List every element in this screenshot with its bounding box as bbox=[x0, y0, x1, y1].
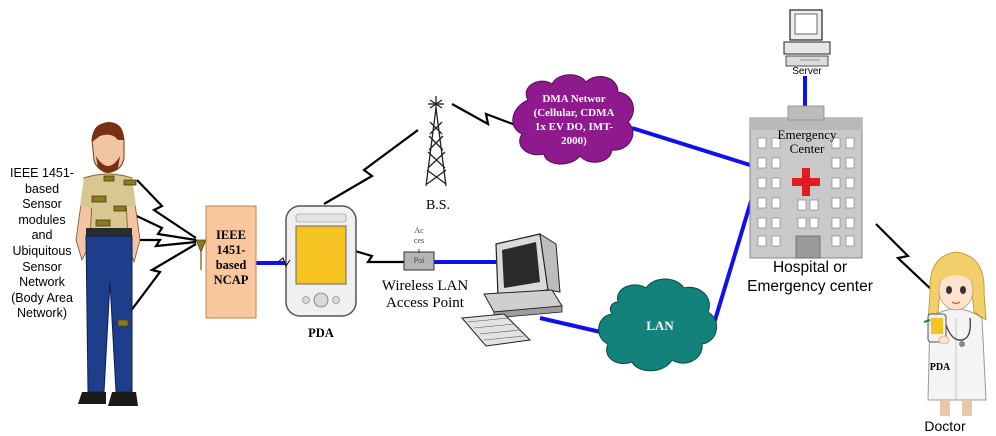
lan-cloud bbox=[598, 278, 717, 372]
sensor-hub-antenna bbox=[195, 239, 207, 270]
link-cdma-hospital bbox=[631, 126, 751, 167]
cdma-network-cloud bbox=[512, 74, 634, 165]
ncap-label-line: based bbox=[215, 258, 247, 272]
ncap-label: IEEE 1451- based NCAP bbox=[206, 228, 256, 288]
red-cross-icon bbox=[792, 168, 820, 196]
ncap-label-line: IEEE bbox=[216, 228, 246, 242]
sensor-label-line: IEEE 1451- bbox=[10, 166, 74, 180]
emergency-center-label: Emergency Center bbox=[764, 128, 850, 156]
server-computer bbox=[783, 9, 831, 67]
cdma-label-line: 1x EV DO, IMT- bbox=[534, 121, 614, 133]
doctor-figure bbox=[923, 251, 987, 416]
ap-small-line: ces bbox=[413, 236, 425, 245]
server-label: Server bbox=[792, 66, 822, 77]
ncap-box bbox=[205, 205, 257, 319]
sensor-label-line: based bbox=[24, 181, 60, 196]
wireless-sensor-1 bbox=[136, 179, 197, 239]
ap-small-line: Poi bbox=[413, 256, 425, 265]
sensor-label-line: Sensor bbox=[22, 259, 62, 274]
lan-label: LAN bbox=[646, 318, 674, 333]
patient-figure bbox=[75, 122, 141, 406]
cdma-label-line: DMA Networ bbox=[542, 93, 606, 105]
wireless-bs-cdma bbox=[451, 103, 519, 128]
access-point-small-text: Ac ces s Poi bbox=[408, 226, 430, 266]
pda-device bbox=[277, 205, 357, 317]
sensor-label-line: (Body Area bbox=[11, 290, 73, 305]
cdma-label-line: (Cellular, CDMA bbox=[533, 107, 615, 119]
wireless-hospital-doctor bbox=[875, 223, 935, 293]
sensor-label-line: Ubiquitous bbox=[12, 243, 72, 258]
base-station-tower bbox=[425, 96, 447, 187]
ap-small-line: s bbox=[417, 246, 421, 255]
access-point-device bbox=[403, 251, 435, 271]
ap-small-line: Ac bbox=[414, 226, 424, 235]
doctor-label: Doctor bbox=[924, 418, 966, 434]
sensor-network-label: IEEE 1451- based Sensor modules and Ubiq… bbox=[3, 166, 81, 322]
sensor-label-line: and bbox=[31, 228, 53, 243]
hospital-label-line: Hospital or bbox=[772, 259, 848, 276]
sensor-label-line: Network bbox=[19, 275, 65, 290]
wired-links bbox=[256, 76, 807, 335]
ncap-label-line: 1451- bbox=[216, 243, 246, 257]
access-point-label: Wireless LAN Access Point bbox=[372, 278, 478, 312]
body-sensor-modules bbox=[91, 175, 137, 327]
wireless-pda-bs bbox=[323, 129, 419, 205]
desktop-computer bbox=[460, 233, 563, 347]
hospital-label-line: Emergency center bbox=[747, 278, 873, 295]
base-station-label: B.S. bbox=[425, 198, 451, 213]
wireless-links bbox=[120, 103, 935, 313]
link-lan-hospital bbox=[710, 197, 754, 331]
wireless-sensor-4 bbox=[129, 243, 197, 313]
sensor-label-line: modules bbox=[18, 212, 66, 227]
wireless-sensor-2 bbox=[123, 209, 197, 242]
cdma-network-label: DMA Networ (Cellular, CDMA 1x EV DO, IMT… bbox=[516, 92, 632, 148]
hospital-label: Hospital or Emergency center bbox=[740, 258, 880, 296]
link-pc-lan bbox=[539, 316, 606, 335]
hospital-building bbox=[749, 105, 863, 259]
ap-label-line: Wireless LAN bbox=[381, 278, 469, 294]
ap-label-line: Access Point bbox=[386, 295, 464, 311]
sensor-label-line: Network) bbox=[16, 306, 67, 321]
ncap-label-line: NCAP bbox=[213, 273, 249, 287]
doctor-pda-label: PDA bbox=[929, 362, 951, 373]
building-windows bbox=[757, 137, 855, 247]
er-label-line: Center bbox=[789, 141, 825, 156]
er-label-line: Emergency bbox=[777, 127, 837, 142]
cdma-label-line: 2000) bbox=[561, 135, 587, 147]
pda-label: PDA bbox=[308, 326, 334, 340]
sensor-label-line: Sensor bbox=[22, 197, 62, 212]
